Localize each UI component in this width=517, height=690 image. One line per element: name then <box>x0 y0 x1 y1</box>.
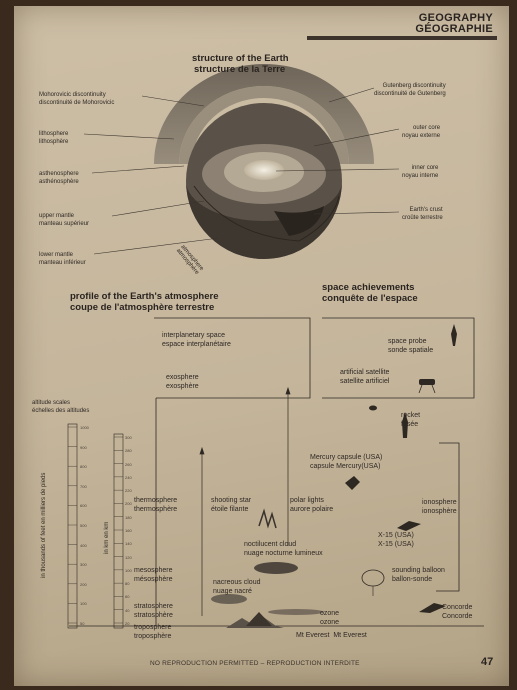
x15-icon <box>397 521 421 531</box>
earth-leader-lines <box>83 87 400 255</box>
feet-tick-label: 1000 <box>80 425 89 430</box>
rocket-icon <box>402 412 408 438</box>
km-tick-label: 60 <box>125 594 130 600</box>
mercury-capsule-icon <box>345 476 360 490</box>
balloon-icon <box>361 569 385 587</box>
feet-tick-label: 300 <box>80 562 87 568</box>
atmosphere-frame <box>69 317 484 627</box>
earth-cross-section <box>154 64 374 259</box>
label-everest: Mt Everest Mt Everest <box>296 632 367 639</box>
feet-tick-label: 600 <box>80 503 87 509</box>
satellite-icon <box>419 379 435 385</box>
altitude-scale <box>67 423 124 629</box>
km-tick-label: 180 <box>125 514 132 520</box>
label-km-units: in km en km <box>104 521 110 554</box>
probe-small-icon <box>369 405 377 411</box>
feet-tick-label: 900 <box>80 444 87 450</box>
km-tick-label: 140 <box>125 541 132 547</box>
km-tick-label: 200 <box>125 501 132 507</box>
book-page: GEOGRAPHY GÉOGRAPHIE <box>14 6 509 686</box>
feet-tick-label: 400 <box>80 542 87 548</box>
label-mercury: Mercury capsule (USA)capsule Mercury(USA… <box>310 454 383 470</box>
feet-tick-label: 100 <box>80 601 87 607</box>
km-tick-label: 260 <box>125 461 132 467</box>
header-rule <box>307 36 497 40</box>
illustrations <box>67 64 484 629</box>
header-title-en: GEOGRAPHY <box>418 12 493 24</box>
km-tick-label: 40 <box>125 607 130 613</box>
km-tick-label: 220 <box>125 488 132 494</box>
km-tick-label: 280 <box>125 448 132 454</box>
concorde-icon <box>419 603 446 613</box>
km-tick-label: 80 <box>125 581 130 587</box>
mountains <box>226 612 284 628</box>
space-probe-icon <box>451 324 457 346</box>
km-tick-label: 20 <box>125 621 130 626</box>
km-tick-label: 240 <box>125 474 132 480</box>
altitude-arrows <box>199 386 291 616</box>
clouds <box>211 508 324 615</box>
label-x15: X-15 (USA)X-15 (USA) <box>378 532 414 548</box>
feet-tick-label: 200 <box>80 581 87 587</box>
km-tick-label: 100 <box>125 567 132 573</box>
space-vehicles <box>345 324 457 613</box>
earth-title-en: structure of the Earth <box>192 53 289 64</box>
label-feet-units: in thousands of feet en milliers de pied… <box>41 472 47 578</box>
feet-tick-label: 500 <box>80 523 87 528</box>
feet-tick-label: 50 <box>80 621 85 626</box>
feet-tick-label: 700 <box>80 483 87 489</box>
km-tick-label: 160 <box>125 528 132 533</box>
footer-notice: NO REPRODUCTION PERMITTED – REPRODUCTION… <box>150 660 360 667</box>
page-number: 47 <box>481 656 494 668</box>
km-tick-label: 300 <box>125 435 132 440</box>
earth-title-fr: structure de la Terre <box>194 64 286 75</box>
header-title-fr: GÉOGRAPHIE <box>415 23 493 35</box>
feet-tick-label: 800 <box>80 464 87 470</box>
km-tick-label: 120 <box>125 554 132 560</box>
